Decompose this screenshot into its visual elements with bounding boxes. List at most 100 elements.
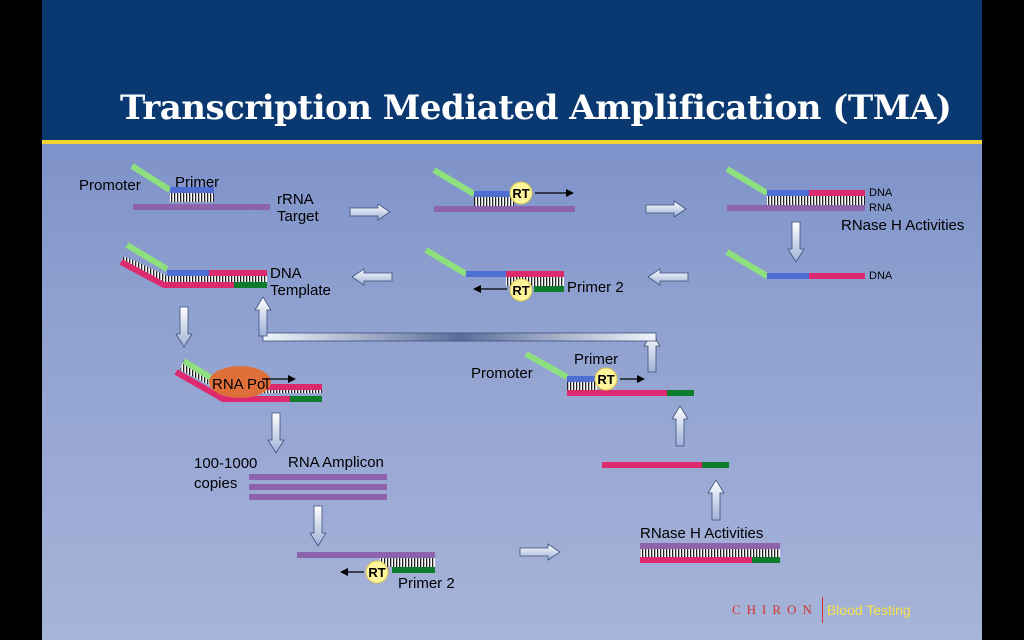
primer-strand bbox=[567, 376, 595, 382]
amplicon-strand bbox=[249, 484, 387, 490]
promoter-strand bbox=[725, 166, 769, 196]
promoter-strand bbox=[130, 163, 172, 193]
complement-strand bbox=[119, 259, 234, 288]
stage-rt-extension: RT bbox=[432, 167, 575, 212]
reverse-transcriptase-marker: RT bbox=[509, 181, 533, 205]
primer-label: Primer bbox=[175, 174, 219, 191]
rna-strand bbox=[640, 543, 780, 549]
title-underline bbox=[42, 140, 982, 144]
primer-2-strand bbox=[392, 567, 435, 573]
primer-2-strand bbox=[290, 396, 322, 402]
primer-strand bbox=[474, 191, 514, 197]
rt-label: RT bbox=[512, 283, 529, 298]
base-pairing bbox=[506, 277, 564, 286]
primer-2-label: Primer 2 bbox=[398, 575, 455, 592]
tma-diagram: Promoter Primer rRNA Target RT DNA bbox=[79, 163, 964, 592]
stage-dna-template: DNA Template bbox=[119, 242, 331, 299]
transcription-arrowhead bbox=[288, 375, 296, 383]
rrna-label: rRNA bbox=[277, 191, 314, 208]
rt-label: RT bbox=[597, 372, 614, 387]
rna-polymerase-blob bbox=[209, 366, 271, 398]
amplicon-strand bbox=[249, 474, 387, 480]
promoter-label: Promoter bbox=[471, 365, 533, 382]
flow-arrow-up bbox=[671, 405, 689, 447]
rna-strand bbox=[727, 205, 865, 211]
target-label: Target bbox=[277, 208, 320, 225]
rrna-target-strand bbox=[434, 206, 575, 212]
primer-2-strand bbox=[702, 462, 729, 468]
base-pairing bbox=[567, 382, 597, 390]
flow-arrow-right bbox=[349, 203, 391, 221]
primer-2-strand bbox=[534, 286, 564, 292]
flow-arrow-up bbox=[707, 479, 725, 521]
flow-arrow-down bbox=[787, 221, 805, 263]
base-pairing bbox=[474, 197, 514, 206]
reverse-transcriptase-marker: RT bbox=[594, 367, 618, 391]
brand-tagline: Blood Testing bbox=[826, 602, 911, 618]
base-pairing bbox=[767, 196, 865, 205]
promoter-strand bbox=[524, 351, 569, 380]
dna-label: DNA bbox=[869, 270, 893, 282]
logo-divider bbox=[821, 597, 823, 623]
cdna-strand bbox=[209, 270, 267, 276]
rt-label: RT bbox=[512, 186, 529, 201]
flow-arrow-right bbox=[519, 543, 561, 561]
reverse-transcriptase-marker: RT bbox=[509, 278, 533, 302]
cdna-strand bbox=[809, 190, 865, 196]
flow-arrow-loop-bar bbox=[262, 332, 657, 342]
slide: Transcription Mediated Amplification (TM… bbox=[42, 0, 982, 640]
cdna-strand bbox=[567, 390, 667, 396]
chiron-logo: CHIRON Blood Testing bbox=[732, 597, 911, 623]
promoter-label: Promoter bbox=[79, 177, 141, 194]
promoter-strand bbox=[432, 167, 476, 197]
template-label: Template bbox=[270, 282, 331, 299]
complement-strand bbox=[174, 369, 290, 402]
extension-arrowhead bbox=[566, 189, 574, 197]
copies-label: copies bbox=[194, 475, 237, 492]
reverse-transcriptase-marker: RT bbox=[365, 560, 389, 584]
rnase-h-label: RNase H Activities bbox=[841, 217, 964, 234]
rt-label: RT bbox=[368, 565, 385, 580]
dna-label: DNA bbox=[869, 187, 893, 199]
stage-single-stranded-cdna bbox=[602, 462, 729, 468]
base-pairing bbox=[170, 193, 214, 202]
stage-rna-polymerase: RNA Pol bbox=[174, 358, 322, 402]
primer-label: Primer bbox=[574, 351, 618, 368]
flow-arrow-left bbox=[647, 268, 689, 286]
rna-amplicon-label: RNA Amplicon bbox=[288, 454, 384, 471]
stage-single-stranded-dna: DNA bbox=[725, 249, 893, 282]
stage-primer-2-amplicon: RT Primer 2 bbox=[297, 552, 455, 592]
primer-strand bbox=[767, 190, 809, 196]
promoter-strand bbox=[424, 247, 468, 277]
title-bar bbox=[42, 0, 982, 140]
cdna-strand bbox=[809, 273, 865, 279]
flow-arrow-down bbox=[267, 412, 285, 454]
stage-rnase-h-hybrid: RNase H Activities bbox=[640, 525, 780, 563]
cdna-strand bbox=[264, 384, 322, 390]
brand-name: CHIRON bbox=[732, 602, 818, 617]
rrna-target-strand bbox=[133, 204, 270, 210]
primer-2-strand bbox=[234, 282, 267, 288]
promoter-strand bbox=[725, 249, 769, 279]
primer-strand bbox=[167, 270, 209, 276]
primer-2-label: Primer 2 bbox=[567, 279, 624, 296]
primer-2-strand bbox=[752, 557, 780, 563]
cdna-strand bbox=[602, 462, 702, 468]
extension-arrowhead bbox=[637, 375, 645, 383]
base-pairing bbox=[380, 558, 435, 567]
base-pairing bbox=[640, 549, 780, 557]
flow-arrows bbox=[175, 200, 805, 561]
stage-rna-amplicon: 100-1000 copies RNA Amplicon bbox=[194, 454, 387, 500]
flow-arrow-down bbox=[309, 505, 327, 547]
rna-pol-label: RNA Pol bbox=[212, 376, 269, 393]
slide-title: Transcription Mediated Amplification (TM… bbox=[120, 88, 952, 128]
flow-arrow-loop bbox=[254, 296, 272, 337]
rnase-h-label: RNase H Activities bbox=[640, 525, 763, 542]
primer-strand bbox=[170, 187, 214, 193]
dna-label: DNA bbox=[270, 265, 302, 282]
flow-arrow-down bbox=[175, 306, 193, 348]
flow-arrow-right bbox=[645, 200, 687, 218]
stage-primer-binding: Promoter Primer rRNA Target bbox=[79, 163, 320, 225]
primer-strand bbox=[767, 273, 809, 279]
flow-arrow-left bbox=[351, 268, 393, 286]
